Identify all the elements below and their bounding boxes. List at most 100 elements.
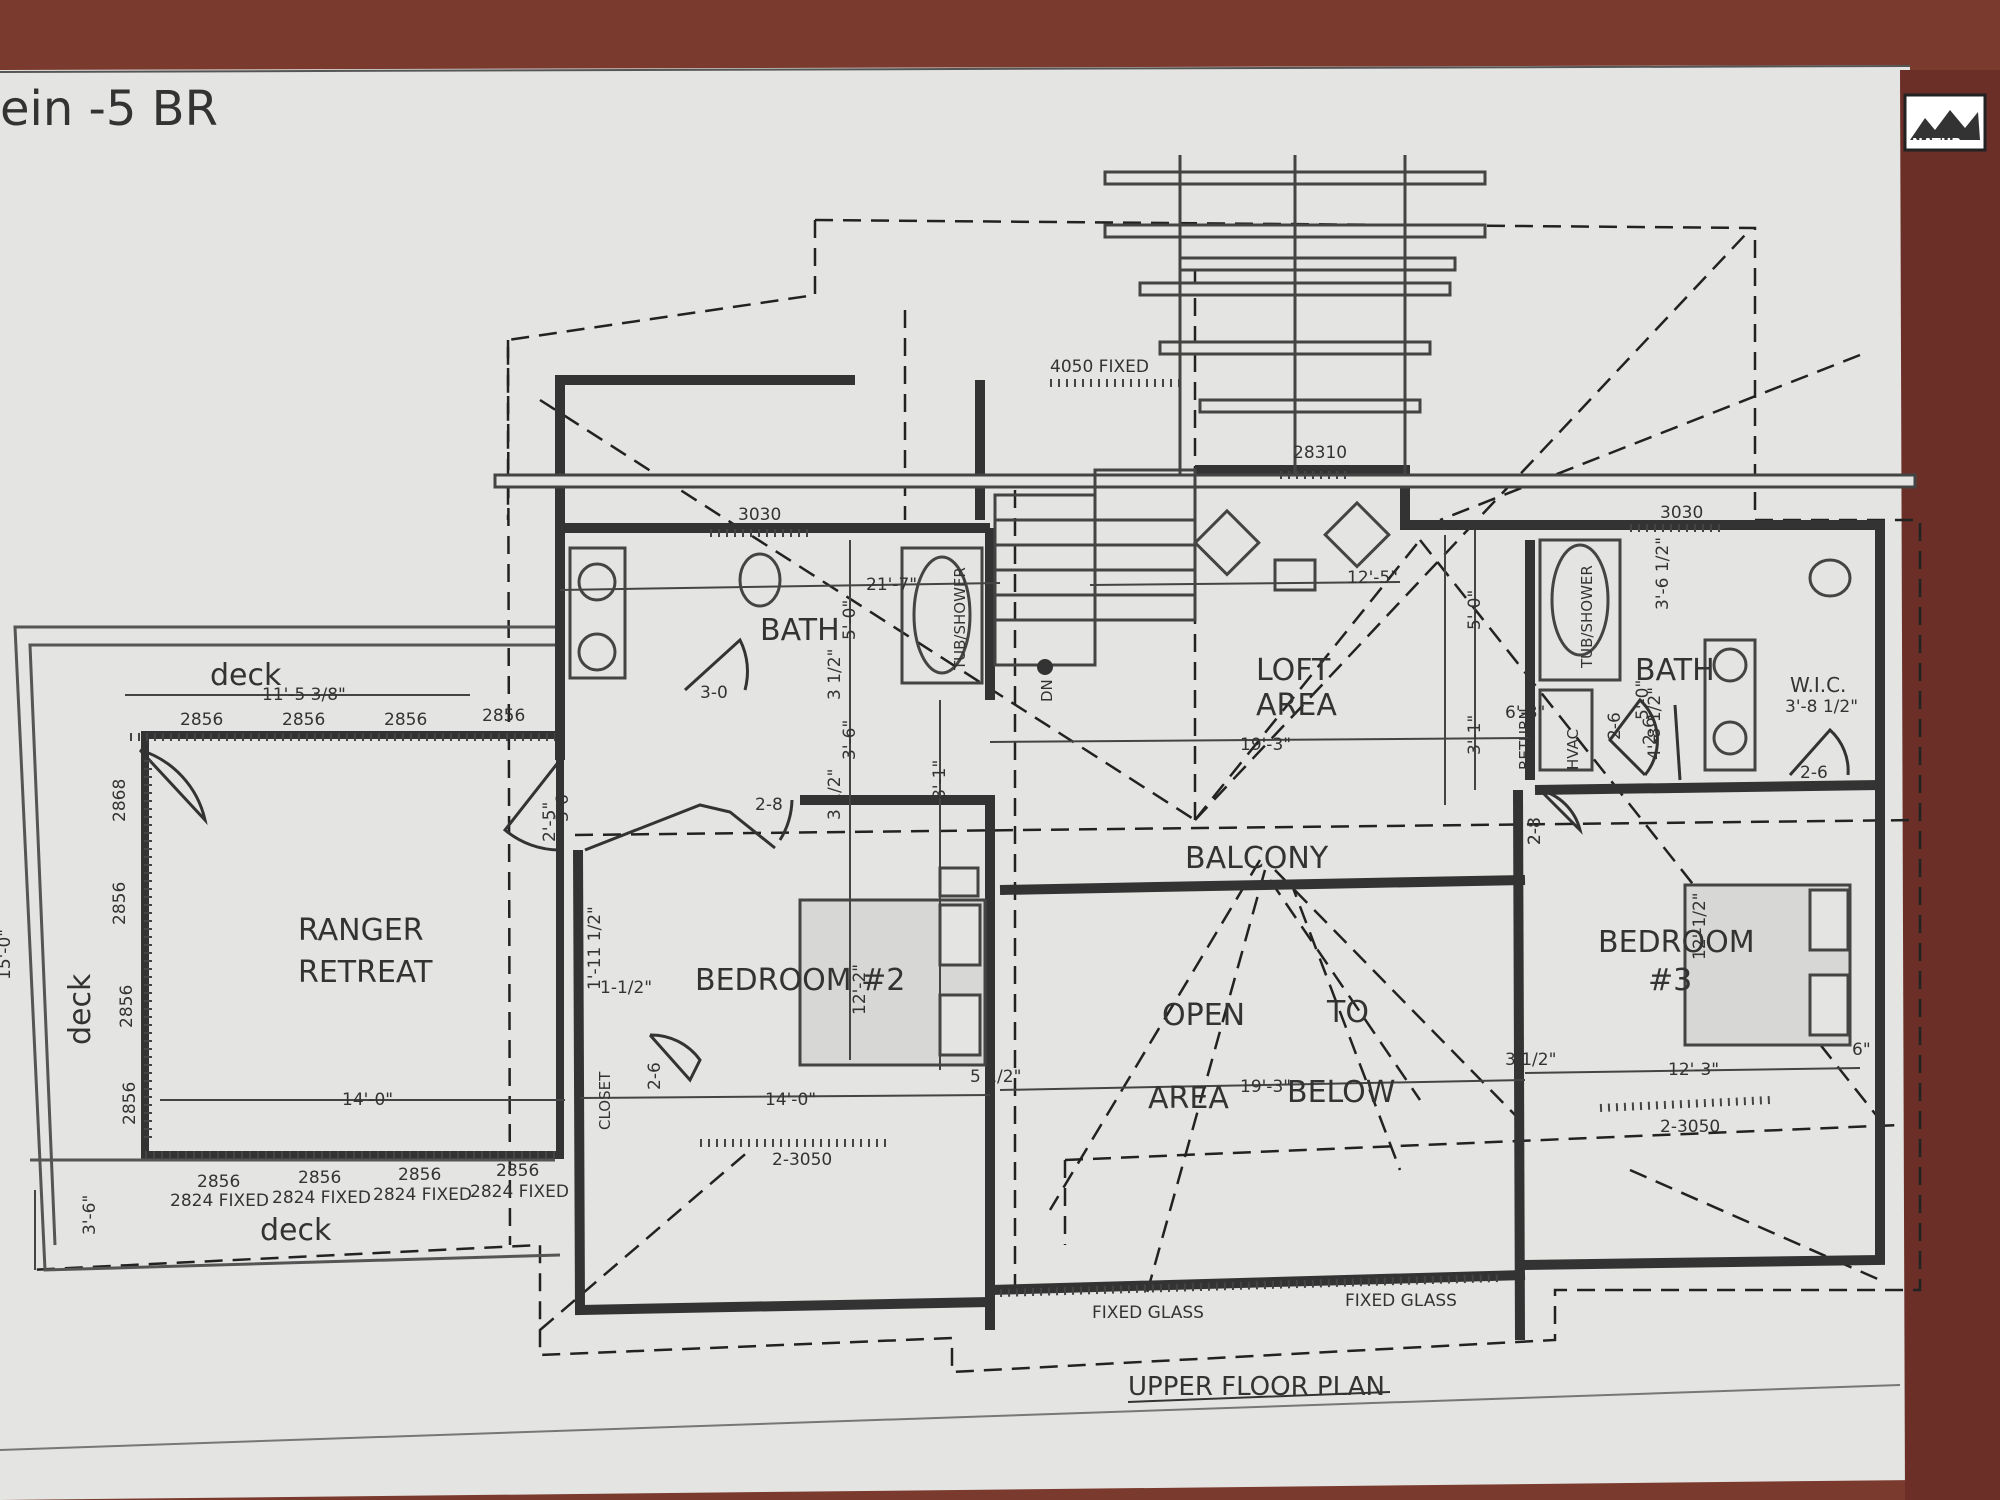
label-area: AREA — [1148, 1081, 1229, 1116]
door-hvac: 2-6 — [1605, 712, 1625, 740]
room-loft-line1: LOFT — [1256, 653, 1331, 688]
room-ranger-line1: RANGER — [298, 913, 424, 948]
dim-corner-a: 2'-5" — [540, 802, 560, 842]
window-bath-right: 3030 — [1660, 503, 1703, 523]
dim-closet: 1'-11 1/2" — [585, 906, 605, 990]
dim-return-width: 6'-8" — [1505, 703, 1545, 723]
dim-bedroom-3-extra: 3 1/2" — [1505, 1050, 1556, 1070]
dim-bedroom-2-width: 14'-0" — [765, 1090, 816, 1110]
sheet-border-top — [0, 65, 1911, 73]
dim-wic-width: 3'-8 1/2" — [1785, 697, 1858, 717]
walls — [555, 375, 1885, 1341]
dim-bath-right-c: 4'-8 1/2" — [1645, 687, 1665, 760]
dim-deck-depth: 3'-6" — [80, 1195, 100, 1235]
room-bedroom-3-line2: #3 — [1648, 963, 1692, 998]
dim-corner-b: 3-6 — [553, 794, 573, 822]
room-loft-line2: AREA — [1256, 688, 1337, 723]
loft-chairs-icon — [1193, 500, 1391, 592]
dim-loft-span: 12'-5" — [1347, 568, 1398, 588]
room-ranger-line2: RETREAT — [298, 955, 433, 990]
label-to: TO — [1326, 995, 1369, 1030]
room-bath-right: BATH — [1635, 653, 1715, 688]
door-bath-left: 3-0 — [700, 683, 728, 703]
sheet-border-bottom — [0, 1384, 1901, 1451]
dim-bath-depth: 5'-0" — [840, 600, 860, 640]
dim-bedroom-3-depth: 12'-1/2" — [1690, 892, 1710, 960]
window-loft: 28310 — [1293, 443, 1347, 463]
window-bedroom-3: 2-3050 — [1660, 1117, 1720, 1137]
left-bath-fixtures-icon — [568, 546, 984, 685]
dim-bedroom-2-depth: 12'-2" — [850, 964, 870, 1015]
window-bath-left: 3030 — [738, 505, 781, 525]
dim-hvac-d: 2-8 — [1525, 817, 1545, 845]
label-below: BELOW — [1287, 1075, 1395, 1110]
dim-bath-right-b: 5'-0" — [1633, 680, 1653, 720]
tub-shower-right-label: TUB/SHOWER — [1578, 565, 1596, 669]
room-return: RETURN — [1516, 708, 1534, 770]
dim-loft-width: 19'-3" — [1240, 735, 1291, 755]
window-bottom-fixed: 2824 FIXED — [170, 1191, 269, 1211]
dim-open-width: 19'-3" — [1240, 1077, 1291, 1097]
deck-label-bottom: deck — [260, 1213, 332, 1248]
door-bedroom-2: 2-8 — [755, 795, 783, 815]
window-bottom-code: 2856 — [398, 1165, 441, 1185]
brand-logo: NATUR — [1903, 93, 1987, 152]
room-closet: CLOSET — [596, 1071, 614, 1130]
deck-label-top: deck — [210, 658, 282, 693]
door-bedroom-3: 2-8 — [1525, 817, 1545, 845]
room-balcony: BALCONY — [1185, 841, 1329, 876]
tub-shower-left-label: TUB/SHOWER — [951, 567, 969, 671]
wall-background — [1900, 70, 2000, 1500]
window-left-col: 2856 — [117, 985, 137, 1028]
window-left-col: 2856 — [120, 1082, 140, 1125]
window-fixed-glass-1: FIXED GLASS — [1092, 1303, 1204, 1323]
bed-2-icon — [798, 866, 987, 1067]
dim-return-depth: 3'-1" — [1465, 715, 1485, 755]
dim-hall-2: 8'-1" — [930, 760, 950, 800]
window-deck-row: 2856 — [384, 710, 427, 730]
window-deck-row: 2856 — [180, 710, 223, 730]
room-bedroom-2: BEDROOM #2 — [695, 963, 905, 998]
dim-half-b: 3 1/2" — [825, 769, 845, 820]
dim-hall-1: 3'-6" — [840, 720, 860, 760]
window-bottom-fixed: 2824 FIXED — [373, 1185, 472, 1205]
paper-sheet — [0, 65, 1915, 1500]
dim-ranger-width: 14'-0" — [342, 1090, 393, 1110]
stair-direction-label: DN — [1038, 679, 1056, 702]
deck-label-left: deck — [63, 973, 98, 1045]
room-hvac: HVAC — [1564, 729, 1582, 770]
dim-ranger-depth: 15'-0" — [0, 929, 15, 980]
door-bath-right: 2-6 — [1640, 717, 1660, 745]
deck-edge — [13, 625, 561, 1272]
dim-loft-depth: 5'-0" — [1465, 590, 1485, 630]
room-wic: W.I.C. — [1790, 673, 1846, 697]
dim-bath-span: 21'-7" — [866, 575, 917, 595]
bed-3-icon — [1683, 883, 1852, 1047]
door-closet: 2-6 — [645, 1062, 665, 1090]
dimension-lines — [34, 530, 1861, 1270]
window-bottom-fixed: 2824 FIXED — [470, 1182, 569, 1202]
stair-post-icon — [1037, 659, 1053, 675]
right-bath-fixtures-icon — [1538, 538, 1852, 772]
window-deck-row: 2856 — [282, 710, 325, 730]
dim-bedroom-3-width: 12'-3" — [1668, 1060, 1719, 1080]
dim-deck-width: 11'-5 3/8" — [262, 685, 346, 705]
window-deck-row: 2856 — [482, 706, 525, 726]
window-bottom-code: 2856 — [496, 1161, 539, 1181]
door-swings — [138, 637, 1850, 1083]
window-bands — [130, 379, 1771, 1297]
dim-bath-right-a: 3'-6 1/2" — [1653, 537, 1673, 610]
window-fixed-glass-2: FIXED GLASS — [1345, 1291, 1457, 1311]
logo-text: NATUR — [1912, 137, 1961, 152]
window-bedroom-2: 2-3050 — [772, 1150, 832, 1170]
dim-half-a: 3 1/2" — [825, 649, 845, 700]
window-bottom-code: 2856 — [298, 1168, 341, 1188]
window-bottom-code: 2856 — [197, 1172, 240, 1192]
window-left-col: 2856 — [110, 882, 130, 925]
sheet-title: ein -5 BR — [0, 81, 218, 137]
label-open: OPEN — [1162, 998, 1245, 1033]
room-bath-left: BATH — [760, 613, 840, 648]
window-left-col: 2868 — [110, 779, 130, 822]
dim-bedroom-3-side: 6" — [1852, 1040, 1871, 1060]
